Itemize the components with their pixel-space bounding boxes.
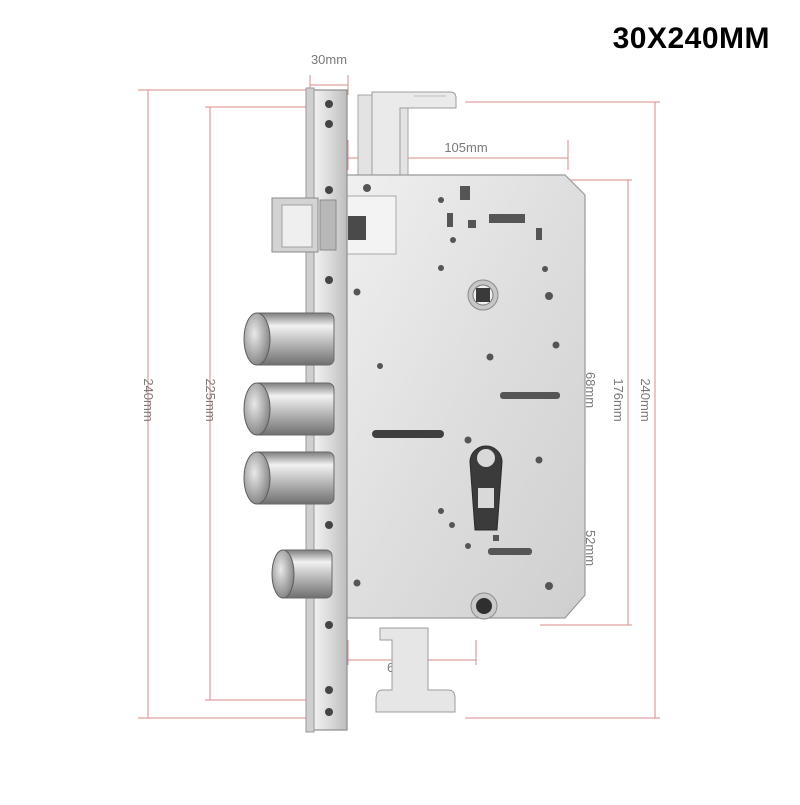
bottom-mounting-bracket	[375, 627, 456, 713]
dim-label-30mm: 30mm	[311, 52, 347, 67]
dim-label-68mm: 68mm	[583, 372, 598, 408]
product-title: 30X240MM	[612, 22, 770, 55]
deadbolt-1	[243, 312, 335, 366]
top-mounting-bracket	[357, 91, 457, 181]
dim-label-240mm-left: 240mm	[141, 378, 156, 421]
dim-label-240mm-right: 240mm	[638, 378, 653, 421]
deadbolt-2	[243, 382, 335, 436]
dim-label-52mm: 52mm	[583, 530, 598, 566]
case-details	[353, 184, 560, 590]
dim-label-176mm: 176mm	[611, 378, 626, 421]
dim-label-225mm: 225mm	[203, 378, 218, 421]
lock-case	[345, 174, 586, 619]
deadbolt-4	[271, 549, 333, 599]
latch-bolt	[271, 197, 337, 253]
cylinder-cutout	[469, 445, 503, 531]
dim-label-105mm: 105mm	[444, 140, 487, 155]
handle-spindle-hole	[467, 279, 499, 311]
lower-spindle-hole	[470, 592, 498, 620]
deadbolt-3	[243, 451, 335, 505]
